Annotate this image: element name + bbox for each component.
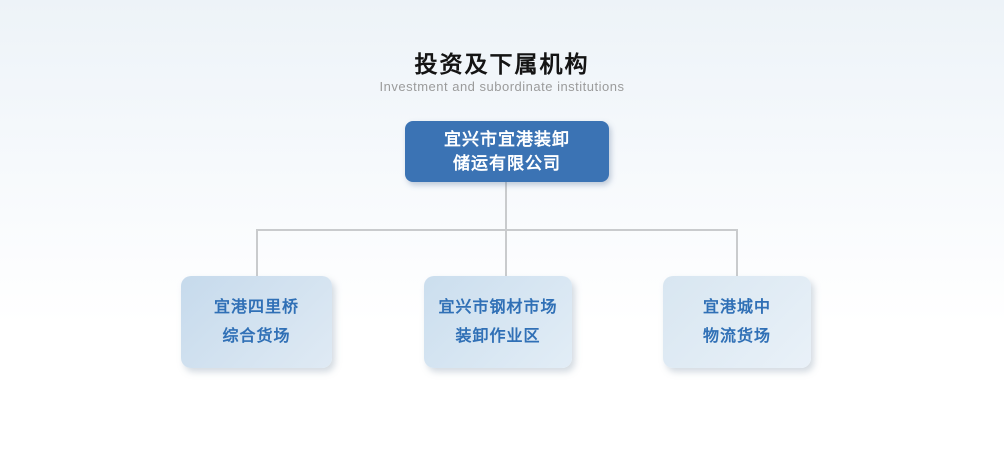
org-node-child-2: 宜兴市钢材市场 装卸作业区 [424, 276, 572, 368]
org-node-root-label-line1: 宜兴市宜港装卸 [444, 129, 570, 149]
org-node-child-2-label-line2: 装卸作业区 [455, 328, 541, 345]
org-node-child-2-label-line1: 宜兴市钢材市场 [438, 299, 558, 316]
connector-left-vertical [256, 229, 258, 276]
connector-horizontal [256, 229, 738, 231]
org-node-child-1-label-line1: 宜港四里桥 [213, 299, 299, 316]
org-node-child-3-label-line1: 宜港城中 [702, 299, 771, 316]
page-title: 投资及下属机构 [414, 51, 590, 77]
page-subtitle: Investment and subordinate institutions [379, 79, 625, 94]
connector-right-vertical [736, 229, 738, 276]
org-node-root-label-line2: 储运有限公司 [453, 153, 561, 173]
org-node-child-1-label-line2: 综合货场 [222, 328, 291, 345]
org-node-child-3-label-line2: 物流货场 [702, 328, 771, 345]
org-node-child-1: 宜港四里桥 综合货场 [181, 276, 332, 368]
org-node-root: 宜兴市宜港装卸 储运有限公司 [405, 121, 609, 182]
org-node-child-3: 宜港城中 物流货场 [663, 276, 811, 368]
